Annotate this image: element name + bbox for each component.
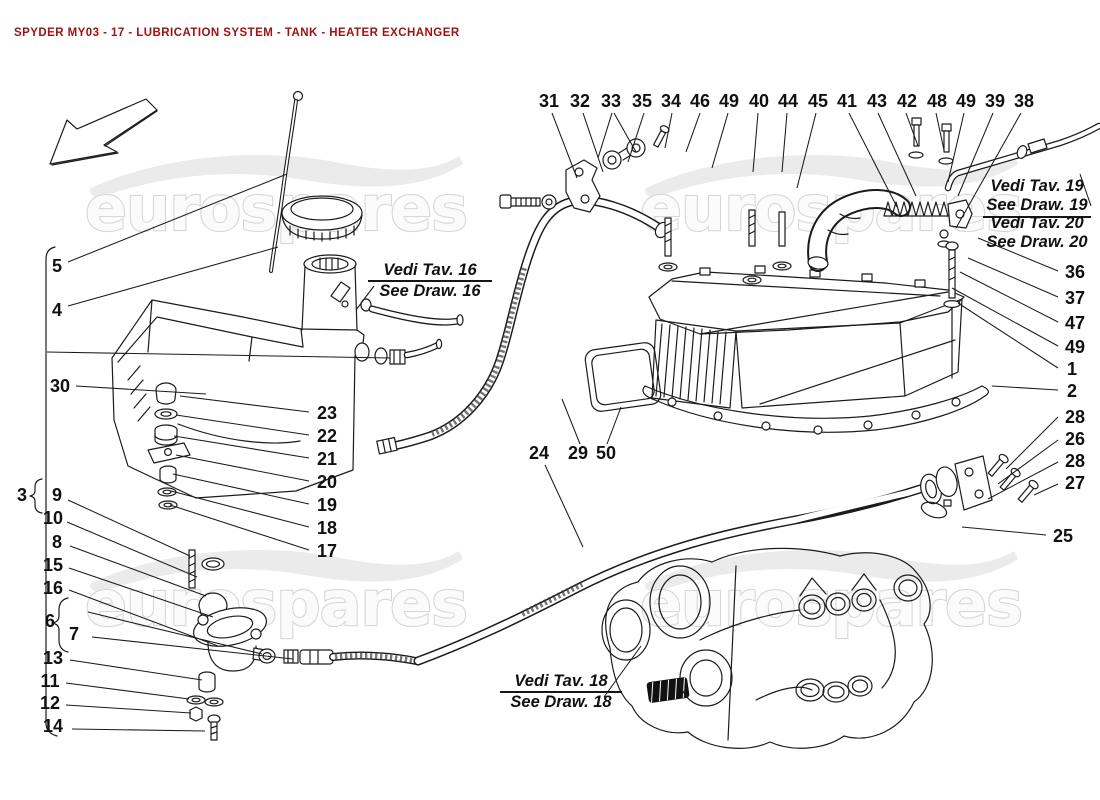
part-label-39: 39 [984, 91, 1006, 111]
part-label-30: 30 [49, 376, 71, 396]
watermark: eurospares [84, 154, 469, 246]
part-label-21: 21 [316, 449, 338, 469]
leader-lines [46, 112, 1092, 732]
part-label-34: 34 [660, 91, 682, 111]
note-line-italian: Vedi Tav. 19 [990, 177, 1084, 195]
part-label-47: 47 [1064, 313, 1086, 333]
return-pipe [413, 453, 1039, 666]
reference-brackets [29, 246, 69, 737]
part-label-10: 10 [42, 508, 64, 528]
heat-exchanger [642, 117, 1100, 435]
part-label-37: 37 [1064, 288, 1086, 308]
part-label-38: 38 [1013, 91, 1035, 111]
svg-text:eurospares: eurospares [85, 172, 467, 245]
dipstick-ring [292, 90, 304, 102]
part-label-6: 6 [44, 611, 56, 631]
part-label-36: 36 [1064, 262, 1086, 282]
part-label-28: 28 [1064, 451, 1086, 471]
part-label-24: 24 [528, 443, 550, 463]
part-label-50: 50 [595, 443, 617, 463]
part-label-49: 49 [1064, 337, 1086, 357]
part-label-49: 49 [718, 91, 740, 111]
svg-text:eurospares: eurospares [85, 567, 467, 640]
part-label-12: 12 [39, 693, 61, 713]
gasket [584, 342, 662, 412]
part-label-42: 42 [896, 91, 918, 111]
part-label-3: 3 [16, 485, 28, 505]
part-label-44: 44 [777, 91, 799, 111]
note-line-english: See Draw. 20 [986, 233, 1088, 252]
part-label-18: 18 [316, 518, 338, 538]
tank-outlet-fitting [354, 338, 443, 365]
part-label-35: 35 [631, 91, 653, 111]
part-label-43: 43 [866, 91, 888, 111]
part-label-27: 27 [1064, 473, 1086, 493]
gearbox-assembly [601, 547, 933, 749]
part-label-11: 11 [40, 671, 60, 691]
part-label-49: 49 [955, 91, 977, 111]
part-label-15: 15 [42, 555, 64, 575]
part-label-8: 8 [51, 532, 63, 552]
part-label-17: 17 [316, 541, 338, 561]
part-label-45: 45 [807, 91, 829, 111]
part-label-46: 46 [689, 91, 711, 111]
part-label-33: 33 [600, 91, 622, 111]
part-label-48: 48 [926, 91, 948, 111]
part-label-5: 5 [51, 256, 63, 276]
outlet-housing [186, 549, 420, 741]
oil-tank [111, 90, 464, 499]
part-label-23: 23 [316, 403, 338, 423]
direction-arrow-icon [49, 98, 158, 166]
part-label-13: 13 [42, 648, 64, 668]
part-label-2: 2 [1066, 381, 1078, 401]
part-label-16: 16 [42, 578, 64, 598]
part-label-14: 14 [42, 716, 64, 736]
part-label-26: 26 [1064, 429, 1086, 449]
part-label-1: 1 [1066, 359, 1078, 379]
note-line-italian: Vedi Tav. 16 [368, 261, 492, 283]
note-line-italian: Vedi Tav. 18 [500, 672, 622, 694]
part-label-22: 22 [316, 426, 338, 446]
part-label-41: 41 [836, 91, 858, 111]
bracket-clamps [499, 125, 670, 213]
part-label-40: 40 [748, 91, 770, 111]
part-label-28: 28 [1064, 407, 1086, 427]
filler-cap [281, 195, 363, 242]
part-label-29: 29 [567, 443, 589, 463]
part-label-4: 4 [51, 300, 63, 320]
note-line-italian: Vedi Tav. 20 [990, 214, 1084, 232]
note-line-english: See Draw. 16 [379, 282, 481, 301]
note-line-english: See Draw. 18 [510, 693, 612, 712]
note-line-english: See Draw. 19 [983, 196, 1091, 218]
hose-to-draw16 [368, 305, 464, 326]
page-title: SPYDER MY03 - 17 - LUBRICATION SYSTEM - … [14, 27, 460, 39]
part-label-25: 25 [1052, 526, 1074, 546]
part-label-7: 7 [68, 624, 80, 644]
part-label-20: 20 [316, 472, 338, 492]
part-label-32: 32 [569, 91, 591, 111]
part-label-31: 31 [538, 91, 560, 111]
part-label-19: 19 [316, 495, 338, 515]
watermark: eurospares [84, 549, 469, 641]
part-label-9: 9 [51, 485, 63, 505]
tank-mount-stack [147, 382, 191, 510]
